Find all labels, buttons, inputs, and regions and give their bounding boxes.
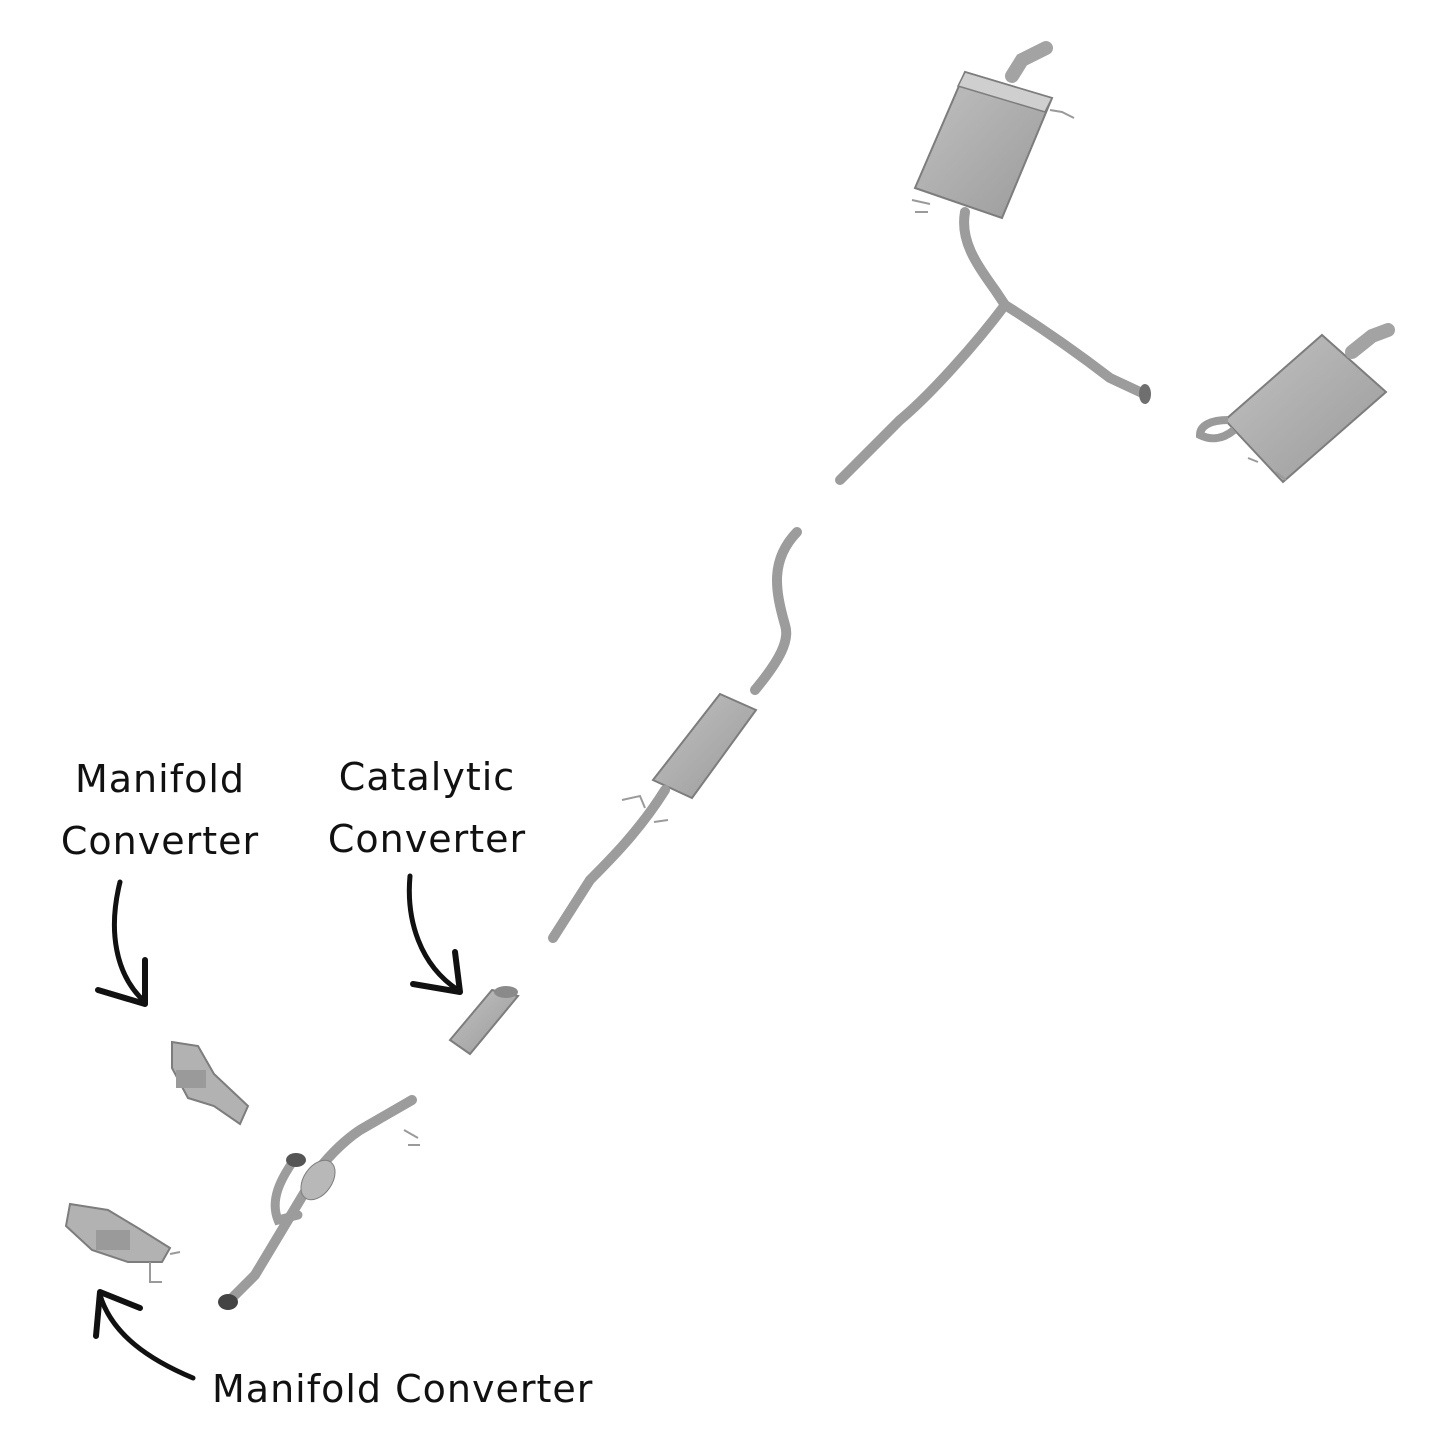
rear-y-pipe (835, 207, 1151, 485)
front-y-pipe (218, 1095, 420, 1310)
label-line: Manifold (74, 757, 246, 801)
label-catalytic-converter: Catalytic Converter (312, 746, 542, 870)
rear-muffler-left (911, 41, 1075, 220)
intermediate-pipe-resonator (548, 527, 802, 943)
arrow-manifold-top (95, 879, 148, 1007)
arrow-manifold-bottom (93, 1289, 196, 1381)
catalytic-converter-part (448, 986, 520, 1056)
label-line: Converter (327, 817, 527, 861)
label-manifold-converter-bottom: Manifold Converter (212, 1367, 594, 1411)
label-manifold-converter-top: Manifold Converter (40, 748, 280, 872)
arrow-catalytic (406, 873, 463, 995)
manifold-converter-bottom-part (64, 1202, 181, 1283)
label-line: Converter (60, 819, 260, 863)
manifold-converter-top-part (171, 1040, 250, 1126)
label-line: Catalytic (338, 755, 516, 799)
rear-muffler-right (1195, 323, 1395, 484)
